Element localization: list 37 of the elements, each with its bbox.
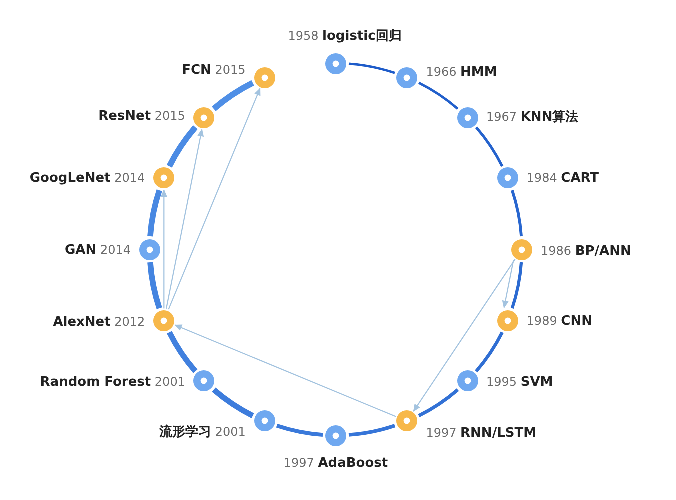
timeline-arc	[348, 62, 396, 74]
timeline-arc	[148, 262, 162, 310]
arrow	[168, 88, 261, 310]
node-label: FCN 2015	[182, 62, 246, 80]
timeline-arc	[348, 424, 396, 437]
node-label: ResNet 2015	[98, 108, 186, 126]
node-label: 1997 RNN/LSTM	[426, 425, 537, 444]
arrow	[161, 190, 168, 309]
timeline-arc	[148, 190, 162, 237]
node-label: Random Forest 2001	[40, 374, 186, 392]
node-label: 1986 BP/ANN	[541, 242, 632, 260]
node-label: 1989 CNN	[526, 312, 592, 331]
arrow	[174, 324, 396, 418]
node-label: GAN 2014	[65, 242, 131, 260]
timeline-arc	[418, 82, 459, 110]
timeline-arc	[167, 331, 198, 374]
node-label: 流形学习 2001	[160, 424, 246, 442]
arrow	[166, 129, 204, 310]
timeline-arc	[511, 190, 523, 237]
timeline-arc	[510, 262, 524, 309]
timeline-arc	[212, 80, 254, 112]
arrow	[502, 260, 514, 308]
node-label: 1984 CART	[526, 170, 600, 188]
timeline-arc	[212, 388, 254, 418]
timeline-arc	[475, 126, 504, 168]
node-label: 1958 logistic回归	[288, 28, 402, 46]
timeline-arc	[418, 388, 460, 418]
timeline-arc	[475, 332, 504, 373]
node-label: 1995 SVM	[486, 374, 554, 392]
timeline-arc	[166, 126, 198, 168]
arrow	[413, 259, 516, 412]
timeline-arc	[276, 424, 324, 437]
node-label: 1967 KNN算法	[486, 109, 579, 127]
node-label: 1997 AdaBoost	[284, 454, 388, 472]
node-label: AlexNet 2012	[53, 314, 146, 332]
node-label: 1966 HMM	[426, 64, 498, 82]
node-label: GoogLeNet 2014	[30, 170, 146, 188]
